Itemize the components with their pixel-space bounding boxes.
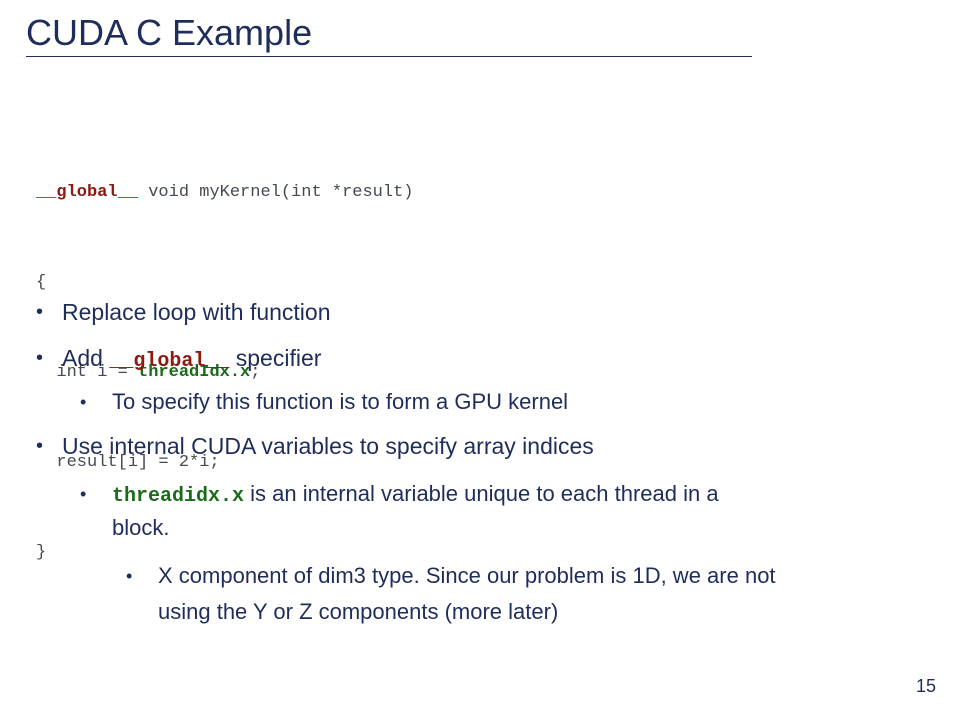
code-line-4: result[i] = 2*i; [36,453,220,472]
inline-code-global: __global__ [109,350,230,373]
bullet-text: X component of dim3 type. Since our prob… [158,563,776,588]
code-block: __global__ void myKernel(int *result) { … [36,118,413,598]
code-line-3: int i = threadIdx.x; [36,358,413,388]
bullet-dot-icon: • [80,484,87,504]
code-line-1: __global__ void myKernel(int *result) [36,178,413,208]
bullet-text-continued: using the Y or Z components (more later) [158,599,559,624]
bullet-text-continued: block. [112,515,170,540]
code-global-keyword: __global__ [36,183,139,202]
bullet-text: Use internal CUDA variables to specify a… [62,433,594,459]
bullet-text-part: Add [62,345,110,371]
code-line-5: } [36,543,47,562]
bullet-text-part: specifier [229,345,322,371]
page-number: 15 [916,676,937,696]
bullet-text: To specify this function is to form a GP… [112,389,569,414]
bullet-dot-icon: • [36,301,44,323]
bullet-dot-icon: • [126,566,133,586]
bullet-dot-icon: • [80,392,87,412]
slide-title: CUDA C Example [26,12,313,53]
code-line-2: { [36,273,47,292]
bullet-dot-icon: • [36,435,44,457]
bullet-dot-icon: • [36,347,44,369]
bullet-text: Add __global__ specifier [62,340,321,380]
title-underline [26,56,752,57]
code-decl: int i = [36,363,139,382]
bullet-text: Replace loop with function [62,299,331,325]
code-semicolon: ; [250,363,261,382]
bullet-text-part: is an internal variable unique to each t… [244,481,719,506]
inline-code-threadidx: threadidx.x [112,485,245,508]
code-signature: void myKernel(int *result) [138,183,414,202]
code-threadidx: threadIdx.x [138,363,251,382]
bullet-text: threadidx.x is an internal variable uniq… [112,476,719,515]
